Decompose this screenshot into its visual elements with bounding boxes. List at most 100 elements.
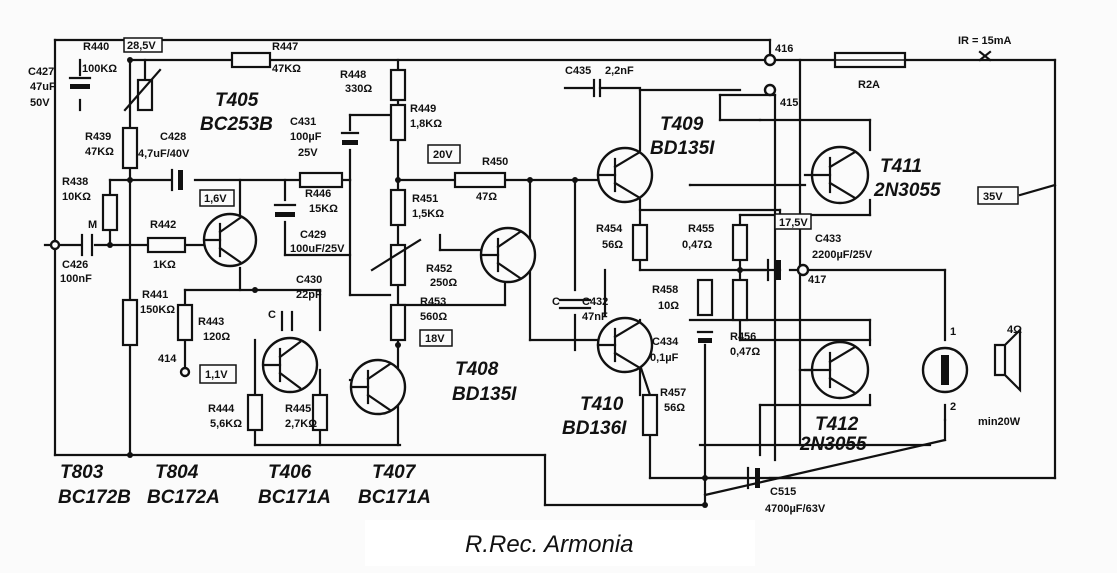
capacitor-symbols	[68, 76, 781, 490]
resistor-r441	[121, 298, 139, 347]
label-r438-ref: R438	[62, 176, 88, 188]
label-t407-ref: T407	[372, 462, 417, 483]
label-r453-ref: R453	[420, 296, 446, 308]
label-r441-ref: R441	[142, 289, 168, 301]
voltage-18v: 18V	[425, 333, 445, 345]
node-414: 414	[158, 353, 177, 365]
label-r450-val: 47Ω	[476, 191, 497, 203]
node-417: 417	[808, 274, 826, 286]
resistor-r442	[146, 236, 187, 254]
label-c427-ref: C427	[28, 66, 54, 78]
label-r458-val: 10Ω	[658, 300, 679, 312]
resistor-r453	[389, 303, 407, 342]
label-c430-ref: C430	[296, 274, 322, 286]
label-r441-val: 150KΩ	[140, 304, 175, 316]
voltage-1-6v: 1,6V	[204, 193, 227, 205]
transistor-t407	[349, 358, 407, 416]
label-r457-val: 56Ω	[664, 402, 685, 414]
label-t803-ref: T803	[60, 462, 104, 483]
label-c434-val: 0,1µF	[650, 352, 679, 364]
current-label: IR = 15mA	[958, 35, 1012, 47]
label-r438-val: 10KΩ	[62, 191, 91, 203]
label-r453-val: 560Ω	[420, 311, 447, 323]
transistor-symbols	[202, 145, 870, 416]
label-c431-ref: C431	[290, 116, 316, 128]
label-r454-val: 56Ω	[602, 239, 623, 251]
label-r448-ref: R448	[340, 69, 366, 81]
label-c431-val: 100µF	[290, 131, 322, 143]
label-r439-val: 47KΩ	[85, 146, 114, 158]
label-r450-ref: R450	[482, 156, 508, 168]
label-t409-type: BD135I	[650, 138, 715, 159]
resistor-r451	[389, 188, 407, 227]
label-c435-val: 2,2nF	[605, 65, 634, 77]
label-t406-ref: T406	[268, 462, 312, 483]
label-t409-ref: T409	[660, 114, 704, 135]
node-415: 415	[780, 97, 798, 109]
resistor-r456	[731, 278, 749, 322]
caption: R.Rec. Armonia	[465, 531, 634, 558]
voltage-28-5v: 28,5V	[127, 40, 156, 52]
label-r456-ref: R456	[730, 331, 756, 343]
label-r451-ref: R451	[412, 193, 438, 205]
capacitor-labels: C427 47uF 50V C428 4,7uF/40V C435 2,2nF …	[28, 65, 873, 515]
voltage-20v: 20V	[433, 149, 453, 161]
label-c427-val: 47uF	[30, 81, 56, 93]
resistor-r457	[641, 393, 659, 437]
label-c429-ref: C429	[300, 229, 326, 241]
label-c429-val: 100uF/25V	[290, 243, 345, 255]
label-c427-extra: 50V	[30, 97, 50, 109]
resistor-r439	[121, 126, 139, 170]
label-t412-type: 2N3055	[799, 434, 867, 455]
label-c426-val: 100nF	[60, 273, 92, 285]
label-c428-ref: C428	[160, 131, 186, 143]
label-t804-ref: T804	[155, 462, 199, 483]
resistor-r449	[389, 103, 407, 142]
label-c430-val: 22pF	[296, 289, 322, 301]
label-t407-type: BC171A	[358, 487, 431, 508]
pot-r440	[136, 78, 154, 112]
label-t406-type: BC171A	[258, 487, 331, 508]
label-t411-type: 2N3055	[873, 180, 941, 201]
label-t804-type: BC172A	[147, 487, 220, 508]
resistor-r450	[453, 171, 507, 189]
speaker-power: min20W	[978, 416, 1021, 428]
label-r454-ref: R454	[596, 223, 623, 235]
wires	[43, 38, 1057, 507]
label-c515-ref: C515	[770, 486, 796, 498]
resistor-r458	[696, 278, 714, 317]
voltage-17-5v: 17,5V	[779, 217, 808, 229]
node-m: M	[88, 219, 97, 231]
label-c426-ref: C426	[62, 259, 88, 271]
resistor-r448	[389, 68, 407, 102]
resistor-r438	[101, 193, 119, 232]
transistor-t409	[596, 146, 654, 204]
label-r449-val: 1,8KΩ	[410, 118, 442, 130]
label-c432-ref: C432	[582, 296, 608, 308]
label-c433-val: 2200µF/25V	[812, 249, 873, 261]
label-t408-type: BD135I	[452, 384, 517, 405]
speaker-pin-1: 1	[950, 326, 956, 338]
node-416: 416	[775, 43, 793, 55]
label-r447-val: 47KΩ	[272, 63, 301, 75]
resistor-r446	[298, 171, 344, 189]
label-r452-val: 250Ω	[430, 277, 457, 289]
resistor-labels: R440 100KΩ R447 47KΩ R448 330Ω R449 1,8K…	[62, 41, 760, 430]
node-c-small: C	[268, 309, 276, 321]
label-r446-val: 15KΩ	[309, 203, 338, 215]
label-r455-val: 0,47Ω	[682, 239, 712, 251]
transistor-t410	[596, 316, 654, 374]
fuse-label: R2A	[858, 79, 880, 91]
transistor-t411	[803, 145, 870, 205]
label-r451-val: 1,5KΩ	[412, 208, 444, 220]
label-r446-ref: R446	[305, 188, 331, 200]
resistor-r444	[246, 393, 264, 432]
label-r458-ref: R458	[652, 284, 678, 296]
label-r445-ref: R445	[285, 403, 311, 415]
resistor-bodies	[101, 51, 907, 437]
label-r456-val: 0,47Ω	[730, 346, 760, 358]
label-r449-ref: R449	[410, 103, 436, 115]
resistor-r447	[230, 51, 272, 69]
